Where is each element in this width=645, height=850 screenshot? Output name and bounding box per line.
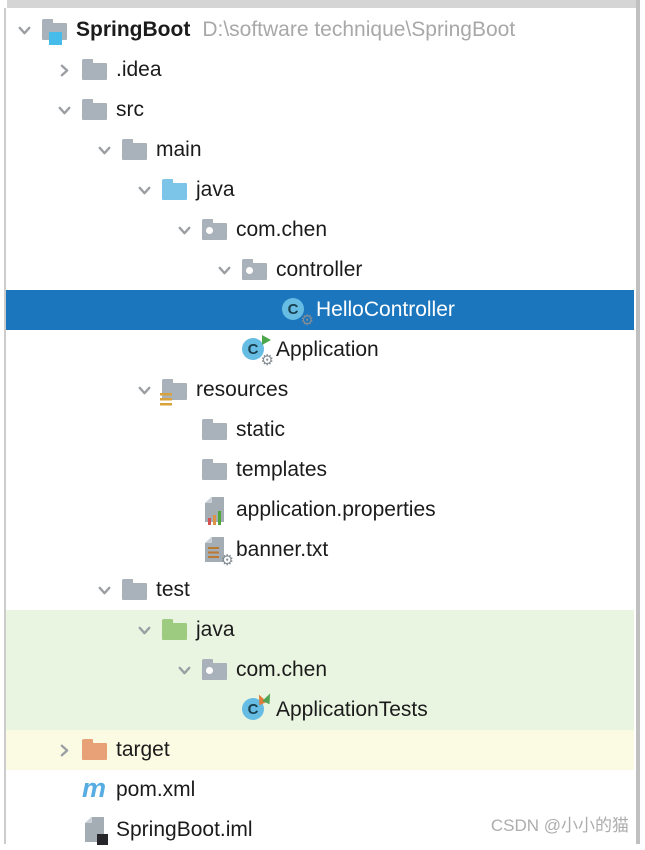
chevron-right-icon[interactable] <box>52 738 76 762</box>
maven-file-icon: m <box>82 773 107 803</box>
resources-badge-icon <box>160 393 172 406</box>
chevron-spacer <box>172 538 196 562</box>
test-sources-folder-icon <box>162 617 188 643</box>
spring-bean-badge-icon: ⚙ <box>300 312 314 329</box>
tree-item-springboot-iml[interactable]: SpringBoot.iml <box>6 810 634 850</box>
folder-icon <box>82 57 108 83</box>
excluded-folder-icon <box>82 737 108 763</box>
chevron-down-icon[interactable] <box>132 618 156 642</box>
tree-item-java-main[interactable]: java <box>6 170 634 210</box>
tree-item-applicationtests[interactable]: C ApplicationTests <box>6 690 634 730</box>
test-badge-icon <box>255 691 274 706</box>
chevron-down-icon[interactable] <box>12 18 36 42</box>
sources-folder-icon <box>162 177 188 203</box>
package-icon <box>202 217 228 243</box>
tree-item-com-chen-main[interactable]: com.chen <box>6 210 634 250</box>
folder-icon <box>82 97 108 123</box>
tree-item-templates[interactable]: templates <box>6 450 634 490</box>
tree-item-springboot-root[interactable]: SpringBoot D:\software technique\SpringB… <box>6 10 634 50</box>
module-badge-icon <box>97 834 108 845</box>
tree-item-idea[interactable]: .idea <box>6 50 634 90</box>
tree-item-java-test[interactable]: java <box>6 610 634 650</box>
tree-item-application-properties[interactable]: application.properties <box>6 490 634 530</box>
module-file-icon <box>82 817 108 845</box>
project-folder-icon <box>42 17 68 45</box>
project-badge-icon <box>49 32 62 45</box>
folder-icon <box>202 457 228 483</box>
project-tree: SpringBoot D:\software technique\SpringB… <box>6 10 634 850</box>
tree-item-main[interactable]: main <box>6 130 634 170</box>
tree-item-target[interactable]: target <box>6 730 634 770</box>
panel-left-border <box>4 8 6 844</box>
chevron-down-icon[interactable] <box>132 378 156 402</box>
chevron-down-icon[interactable] <box>212 258 236 282</box>
tree-item-src[interactable]: src <box>6 90 634 130</box>
folder-icon <box>202 417 228 443</box>
tree-item-com-chen-test[interactable]: com.chen <box>6 650 634 690</box>
project-path: D:\software technique\SpringBoot <box>202 18 516 41</box>
chevron-down-icon[interactable] <box>172 218 196 242</box>
test-class-icon: C <box>242 691 274 723</box>
tree-item-resources[interactable]: resources <box>6 370 634 410</box>
tree-item-pom-xml[interactable]: m pom.xml <box>6 770 634 810</box>
chevron-spacer <box>172 498 196 522</box>
package-icon <box>202 657 228 683</box>
tree-item-application[interactable]: C⚙ Application <box>6 330 634 370</box>
properties-file-icon <box>202 497 228 525</box>
chevron-down-icon[interactable] <box>92 138 116 162</box>
spring-badge-icon: ⚙ <box>220 552 234 569</box>
chevron-spacer <box>52 818 76 842</box>
text-file-icon: ⚙ <box>202 537 234 568</box>
chevron-spacer <box>172 458 196 482</box>
chevron-right-icon[interactable] <box>52 58 76 82</box>
class-icon: C⚙ <box>282 297 314 328</box>
folder-icon <box>122 577 148 603</box>
chevron-down-icon[interactable] <box>52 98 76 122</box>
chevron-spacer <box>212 698 236 722</box>
chevron-down-icon[interactable] <box>172 658 196 682</box>
tree-item-banner-txt[interactable]: ⚙ banner.txt <box>6 530 634 570</box>
spring-bean-badge-icon: ⚙ <box>260 352 274 369</box>
panel-top-edge <box>7 0 636 8</box>
chevron-down-icon[interactable] <box>132 178 156 202</box>
runnable-class-icon: C⚙ <box>242 335 274 368</box>
tree-item-hellocontroller[interactable]: C⚙ HelloController <box>6 290 634 330</box>
resources-folder-icon <box>160 377 188 406</box>
tree-item-test[interactable]: test <box>6 570 634 610</box>
panel-right-border <box>636 0 640 844</box>
chevron-spacer <box>52 778 76 802</box>
run-badge-icon <box>262 335 271 345</box>
chevron-spacer <box>252 298 276 322</box>
package-icon <box>242 257 268 283</box>
tree-item-controller[interactable]: controller <box>6 250 634 290</box>
chevron-spacer <box>172 418 196 442</box>
chevron-down-icon[interactable] <box>92 578 116 602</box>
tree-item-static[interactable]: static <box>6 410 634 450</box>
folder-icon <box>122 137 148 163</box>
project-name: SpringBoot <box>76 18 191 41</box>
chevron-spacer <box>212 338 236 362</box>
